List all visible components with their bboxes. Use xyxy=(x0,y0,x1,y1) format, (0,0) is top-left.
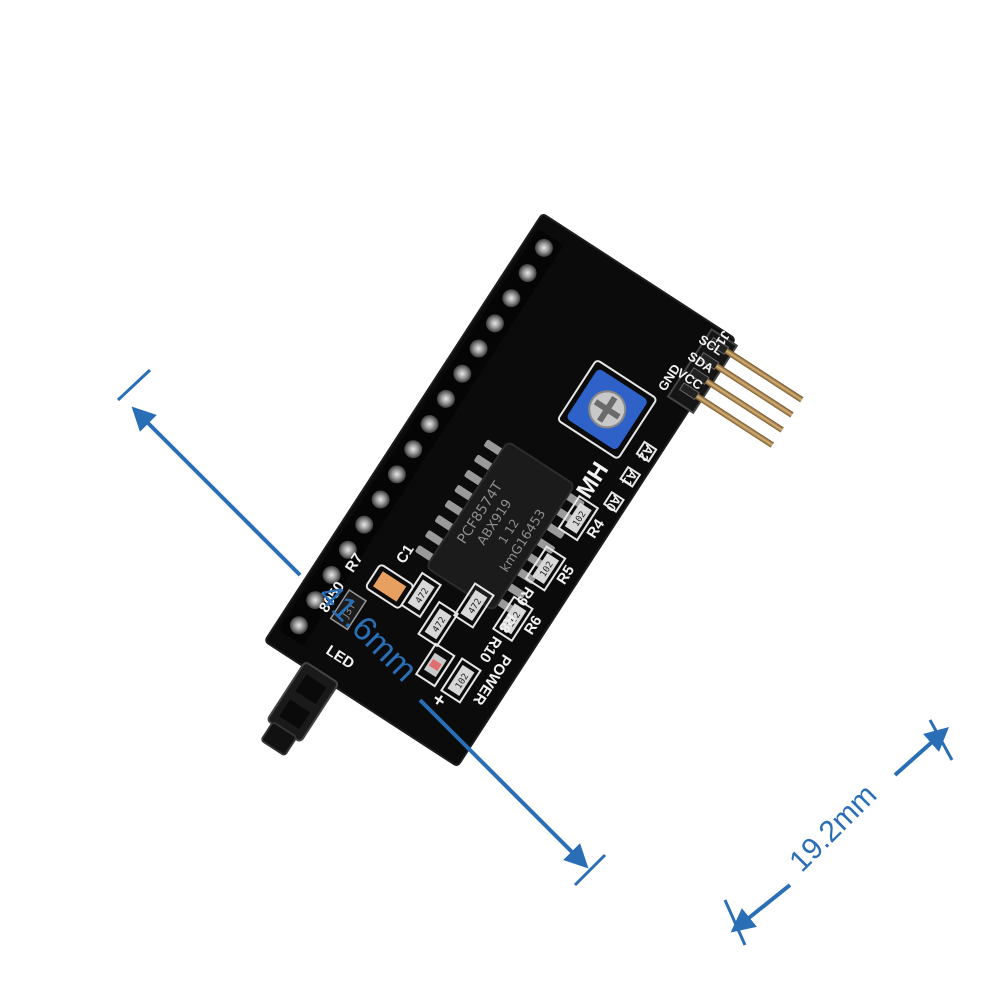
i2c-pin xyxy=(705,378,784,433)
resistor-body xyxy=(532,552,560,585)
header-hole xyxy=(485,314,504,333)
resistor-body xyxy=(460,589,488,621)
header-hole xyxy=(306,591,325,610)
backlight-jumper xyxy=(261,662,339,756)
resistor-outline xyxy=(452,582,495,629)
header-hole xyxy=(436,389,455,408)
header-hole xyxy=(355,515,374,534)
contrast-potentiometer xyxy=(557,360,657,459)
header-hole xyxy=(518,264,537,283)
resistor-outline xyxy=(440,657,482,704)
resistor-outline xyxy=(524,545,567,592)
header-hole xyxy=(289,616,308,635)
header-hole xyxy=(534,238,553,257)
i2c-pin xyxy=(695,393,775,448)
resistor-outline xyxy=(491,595,534,643)
power-led xyxy=(414,642,456,688)
resistor-body xyxy=(499,603,527,635)
resistor-body xyxy=(424,608,452,640)
header-hole xyxy=(338,540,357,559)
lcd-header-holes xyxy=(289,238,553,635)
header-hole xyxy=(502,289,521,308)
resistor-body xyxy=(407,579,435,611)
resistor-body xyxy=(564,502,592,534)
label-j1: J1 xyxy=(713,328,733,348)
dimension-width-label: 19.2mm xyxy=(783,778,883,878)
dimension-width: 19.2mm xyxy=(723,719,954,946)
i2c-header xyxy=(666,327,804,448)
header-hole xyxy=(371,490,390,509)
capacitor-c1 xyxy=(365,564,414,609)
pcb-board: PCF8574T ABX919 1 12 kmG16453 4721024724… xyxy=(261,214,804,766)
resistor-outline xyxy=(557,494,600,542)
resistor-body xyxy=(447,664,475,697)
header-hole xyxy=(387,465,406,484)
i2c-pin xyxy=(724,348,804,403)
i2c-pin xyxy=(714,363,794,418)
header-hole xyxy=(322,565,341,584)
header-hole xyxy=(469,339,488,358)
address-pads xyxy=(602,440,658,514)
transistor-8050: J3Y xyxy=(329,588,368,631)
header-hole xyxy=(420,415,439,434)
header-hole xyxy=(404,440,423,459)
header-hole xyxy=(453,364,472,383)
resistor-outline xyxy=(417,600,460,648)
